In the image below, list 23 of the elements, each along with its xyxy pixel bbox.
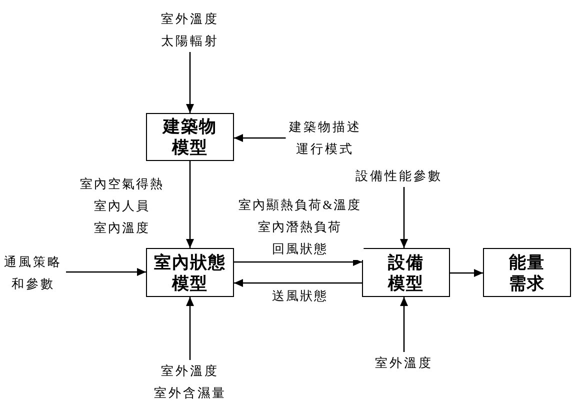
input-label: 通風策略和參數 [0, 251, 66, 295]
arrow [186, 297, 194, 360]
input-label: 太陽輻射 [161, 33, 219, 50]
process-box: 建築物模型 [146, 113, 234, 161]
arrow [400, 187, 408, 248]
arrow [66, 268, 146, 276]
arrow [186, 161, 194, 248]
arrow [234, 134, 286, 142]
input-label: 室外溫度 [372, 352, 436, 374]
arrow [450, 269, 483, 277]
input-label: 室外含濕量 [154, 385, 226, 402]
process-box: 設備模型 [362, 248, 450, 297]
arrow [400, 297, 408, 352]
input-label: 運行模式 [295, 141, 355, 158]
input-label: 建築物描述 [288, 119, 362, 136]
input-label: 設備性能參數 [352, 165, 446, 187]
process-box: 能量需求 [483, 248, 571, 297]
arrow [186, 52, 194, 113]
arrow [234, 279, 362, 287]
process-box: 室內狀態模型 [146, 248, 234, 297]
input-label: 室外溫度 [160, 363, 220, 380]
input-label: 室外溫度 [161, 11, 219, 28]
arrow [234, 258, 362, 266]
